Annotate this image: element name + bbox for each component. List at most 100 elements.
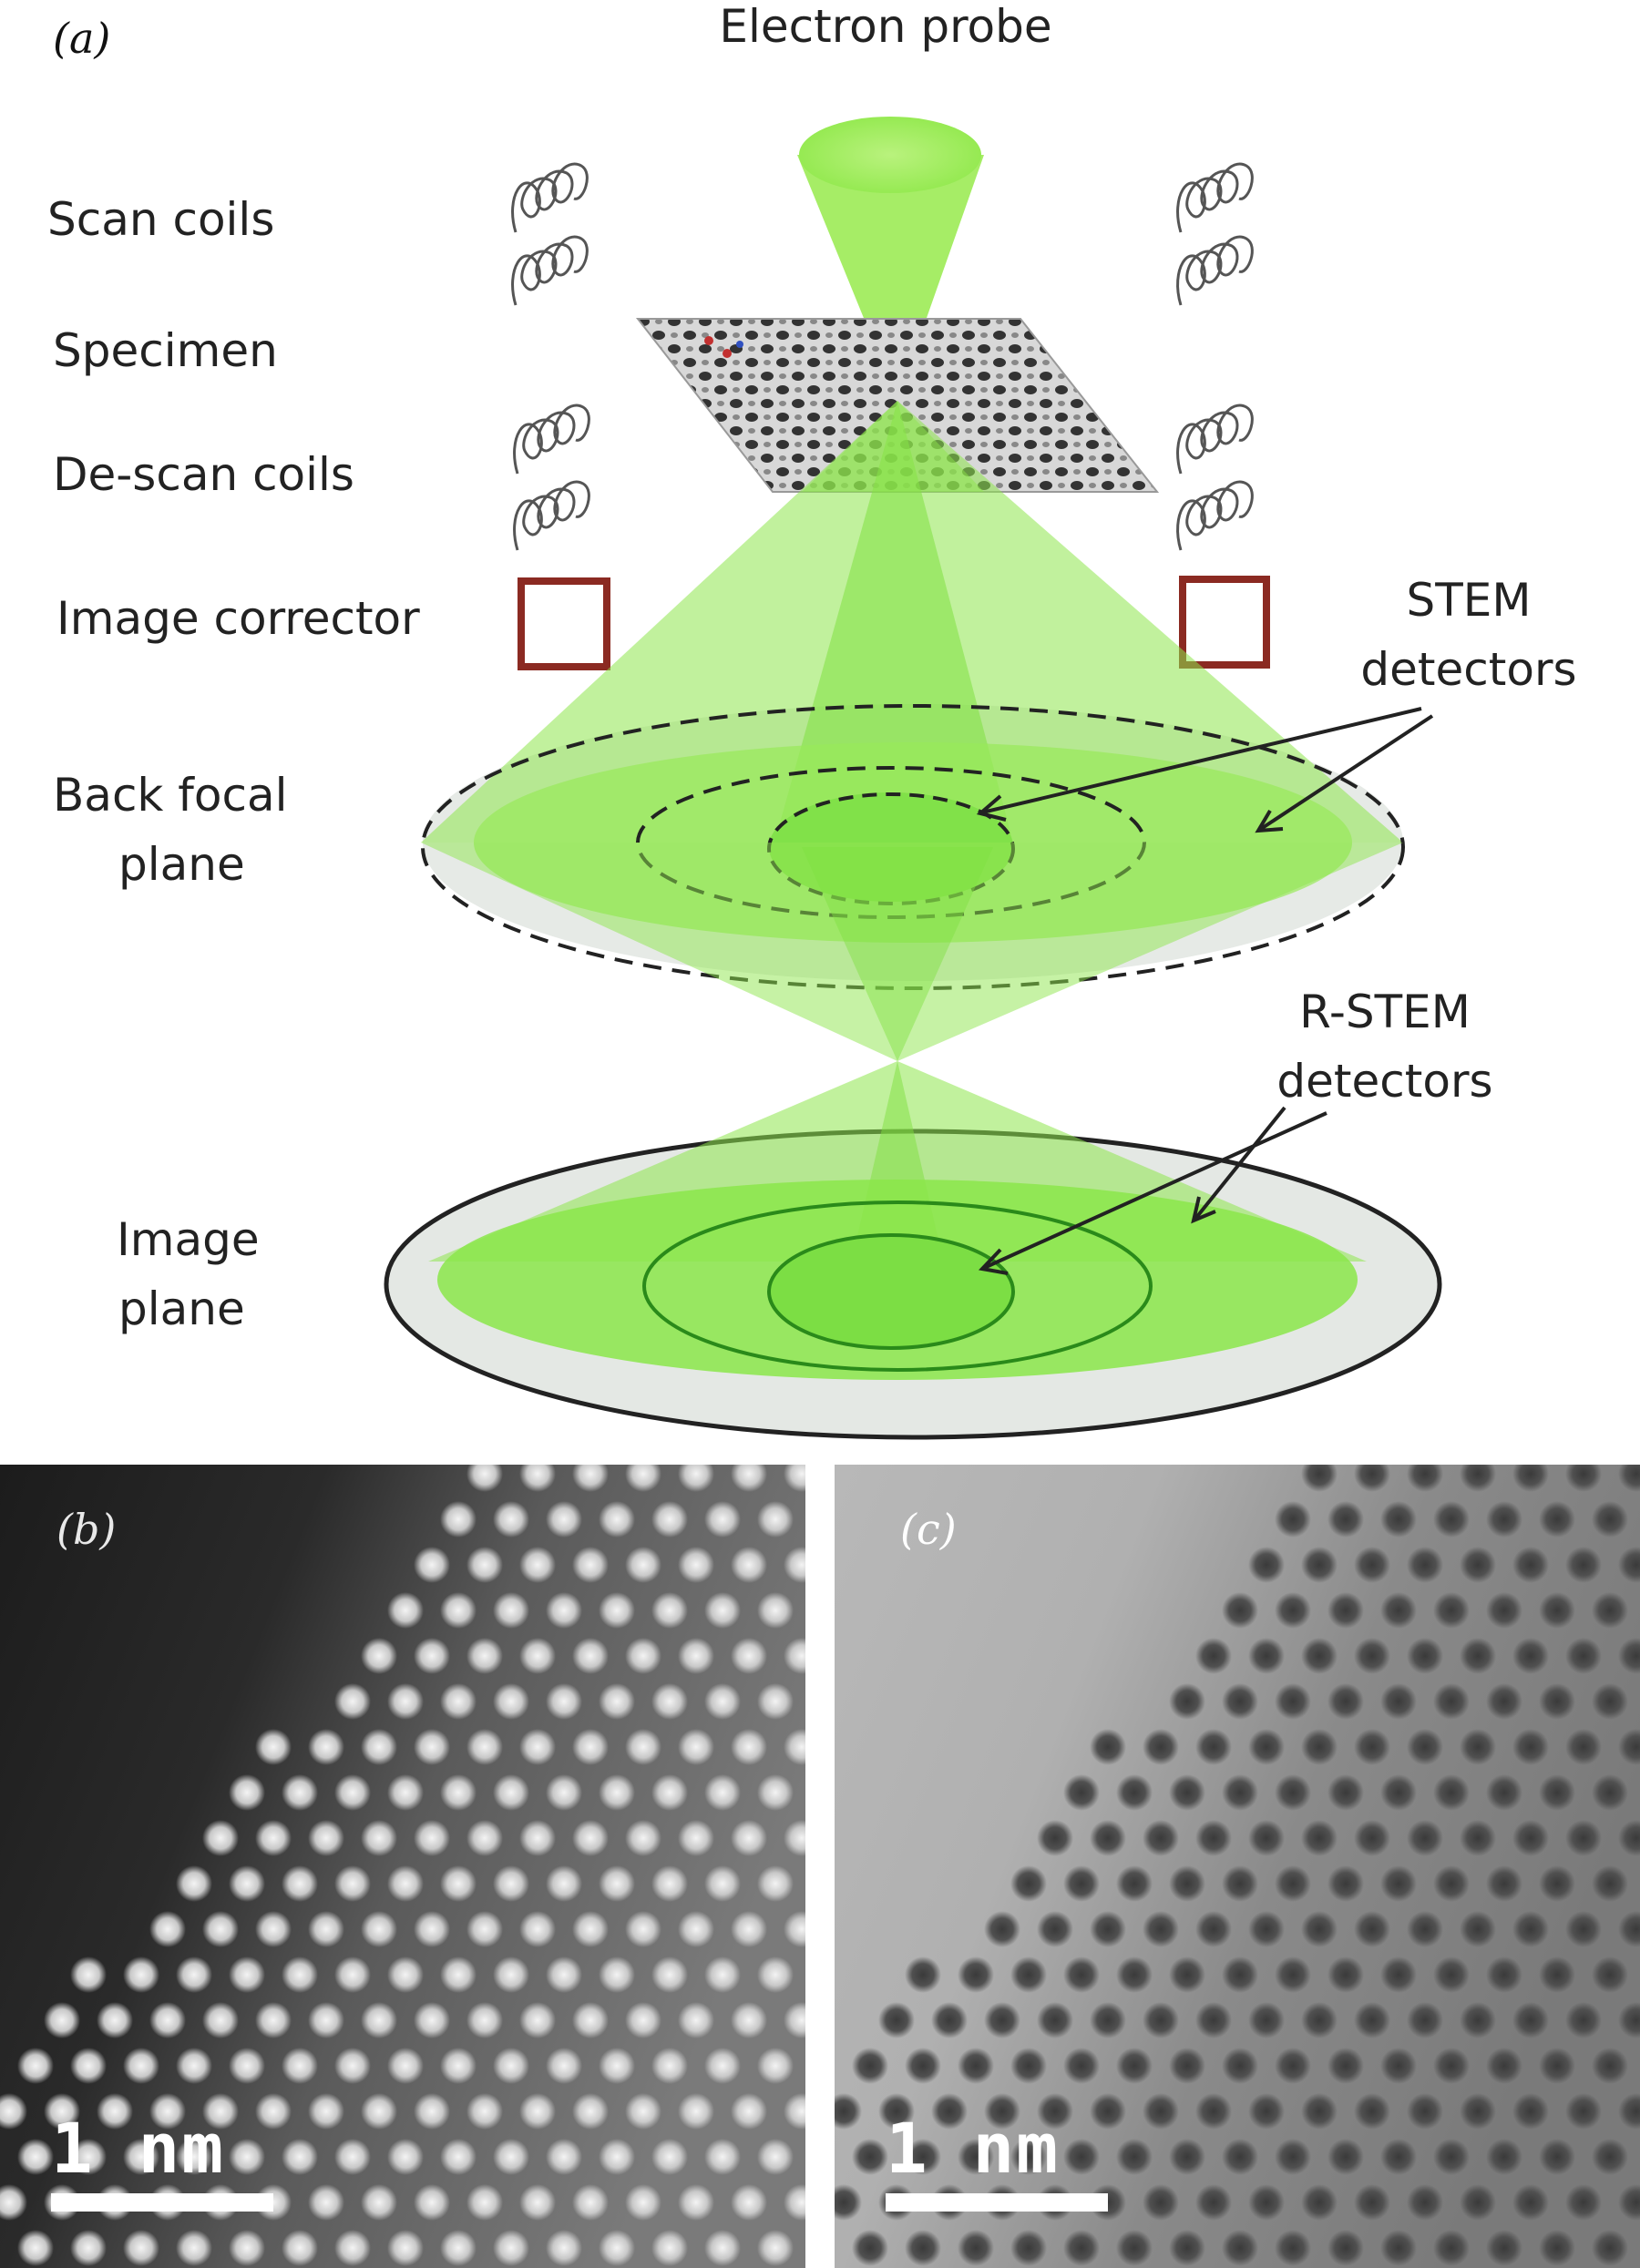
atom-column-b [466, 2002, 503, 2038]
atom-column-b [599, 1865, 635, 1902]
scale-bar-b [51, 2193, 273, 2212]
micrograph-panel-b: (b) 1 nm [0, 1465, 805, 2268]
atom-column-c [1460, 1820, 1496, 1856]
atom-column-c [1592, 1774, 1628, 1811]
atom-column-b [625, 1638, 661, 1674]
atom-column-b [651, 2230, 688, 2266]
atom-column-b [229, 2139, 265, 2175]
atom-column-c [1116, 2230, 1153, 2266]
atom-column-b [731, 1729, 767, 1765]
atom-column-b [493, 2048, 529, 2084]
atom-column-b [387, 2139, 424, 2175]
scale-bar-label-c: 1 nm [886, 2108, 1060, 2189]
atom-column-c [1327, 2048, 1364, 2084]
atom-column-c [1248, 1820, 1285, 1856]
atom-column-b [546, 1774, 582, 1811]
atom-column-b [149, 2002, 186, 2038]
atom-column-b [414, 1911, 450, 1947]
atom-column-b [757, 1501, 794, 1538]
image-corrector-right [1183, 579, 1266, 665]
atom-column-b [308, 2184, 344, 2221]
atom-column-b [493, 1956, 529, 1993]
atom-column-b [387, 2048, 424, 2084]
atom-column-c [1486, 1956, 1522, 1993]
descan-coil-left-upper [515, 405, 589, 474]
atom-column-b [282, 1956, 318, 1993]
atom-column-b [414, 2184, 450, 2221]
atom-column-b [704, 1683, 741, 1720]
scale-bar-label-b: 1 nm [51, 2108, 225, 2189]
atom-column-b [17, 2230, 54, 2266]
atom-column-c [852, 2048, 888, 2084]
atom-column-c [1195, 2184, 1232, 2221]
atom-column-b [599, 2139, 635, 2175]
atom-column-b [361, 1638, 397, 1674]
atom-column-c [1407, 1638, 1443, 1674]
atom-column-c [1222, 2230, 1258, 2266]
atom-column-c [1433, 1683, 1470, 1720]
atom-column-c [1512, 1820, 1549, 1856]
atom-column-b [546, 1501, 582, 1538]
atom-column-c [1169, 1774, 1205, 1811]
atom-column-b [440, 1956, 477, 1993]
atom-column-c [1539, 1774, 1575, 1811]
atom-column-b [387, 1592, 424, 1629]
atom-column-c [1433, 2139, 1470, 2175]
atom-column-c [1037, 1911, 1073, 1947]
atom-column-c [1301, 1820, 1338, 1856]
atom-column-c [1512, 1729, 1549, 1765]
atom-column-c [1090, 2002, 1126, 2038]
atom-column-c [1380, 1683, 1417, 1720]
atom-column-c [1433, 2230, 1470, 2266]
atom-column-c [1380, 1774, 1417, 1811]
atom-column-c [1222, 1774, 1258, 1811]
atom-column-b [651, 2139, 688, 2175]
atom-column-c [1275, 1956, 1311, 1993]
atom-column-b [757, 2139, 794, 2175]
atom-column-c [1433, 1865, 1470, 1902]
atom-column-b [757, 1865, 794, 1902]
atom-column-c [1565, 1911, 1602, 1947]
atom-column-b [308, 2002, 344, 2038]
atom-column-b [731, 2093, 767, 2130]
atom-column-b [466, 2184, 503, 2221]
panel-b-tag: (b) [56, 1505, 116, 1554]
atom-column-c [1063, 2048, 1100, 2084]
atom-column-b [466, 1638, 503, 1674]
micrograph-panel-c: (c) 1 nm [835, 1465, 1640, 2268]
atom-column-c [1407, 2093, 1443, 2130]
atom-column-b [255, 1911, 292, 1947]
atom-column-b [308, 1820, 344, 1856]
atom-column-b [123, 1956, 159, 1993]
atom-column-c [1116, 1865, 1153, 1902]
atom-column-c [1380, 2139, 1417, 2175]
atom-column-c [1195, 2093, 1232, 2130]
atom-column-c [1592, 1592, 1628, 1629]
atom-column-b [651, 1683, 688, 1720]
atom-column-b [97, 2002, 133, 2038]
atom-column-c [1407, 1911, 1443, 1947]
atom-column-b [440, 1592, 477, 1629]
rstem-detectors-label-line2: detectors [1276, 1055, 1492, 1108]
atom-column-b [123, 2230, 159, 2266]
back-focal-plane-label-line1: Back focal [53, 769, 288, 822]
atom-column-c [1460, 1638, 1496, 1674]
atom-column-c [852, 2139, 888, 2175]
atom-column-c [1565, 1820, 1602, 1856]
atom-column-b [731, 1638, 767, 1674]
atom-column-c [1486, 2139, 1522, 2175]
atom-column-b [572, 2093, 609, 2130]
atom-column-b [572, 1547, 609, 1583]
atom-column-b [704, 2139, 741, 2175]
atom-column-b [414, 1820, 450, 1856]
atom-column-b [678, 1638, 714, 1674]
panel-c-tag: (c) [900, 1505, 957, 1554]
atom-column-b [651, 1865, 688, 1902]
image-corrector-label: Image corrector [56, 592, 420, 645]
atom-column-c [1486, 1501, 1522, 1538]
atom-column-c [1512, 2002, 1549, 2038]
atom-column-c [1486, 1865, 1522, 1902]
atom-column-c [905, 2048, 941, 2084]
atom-column-b [651, 2048, 688, 2084]
atom-column-b [255, 1729, 292, 1765]
